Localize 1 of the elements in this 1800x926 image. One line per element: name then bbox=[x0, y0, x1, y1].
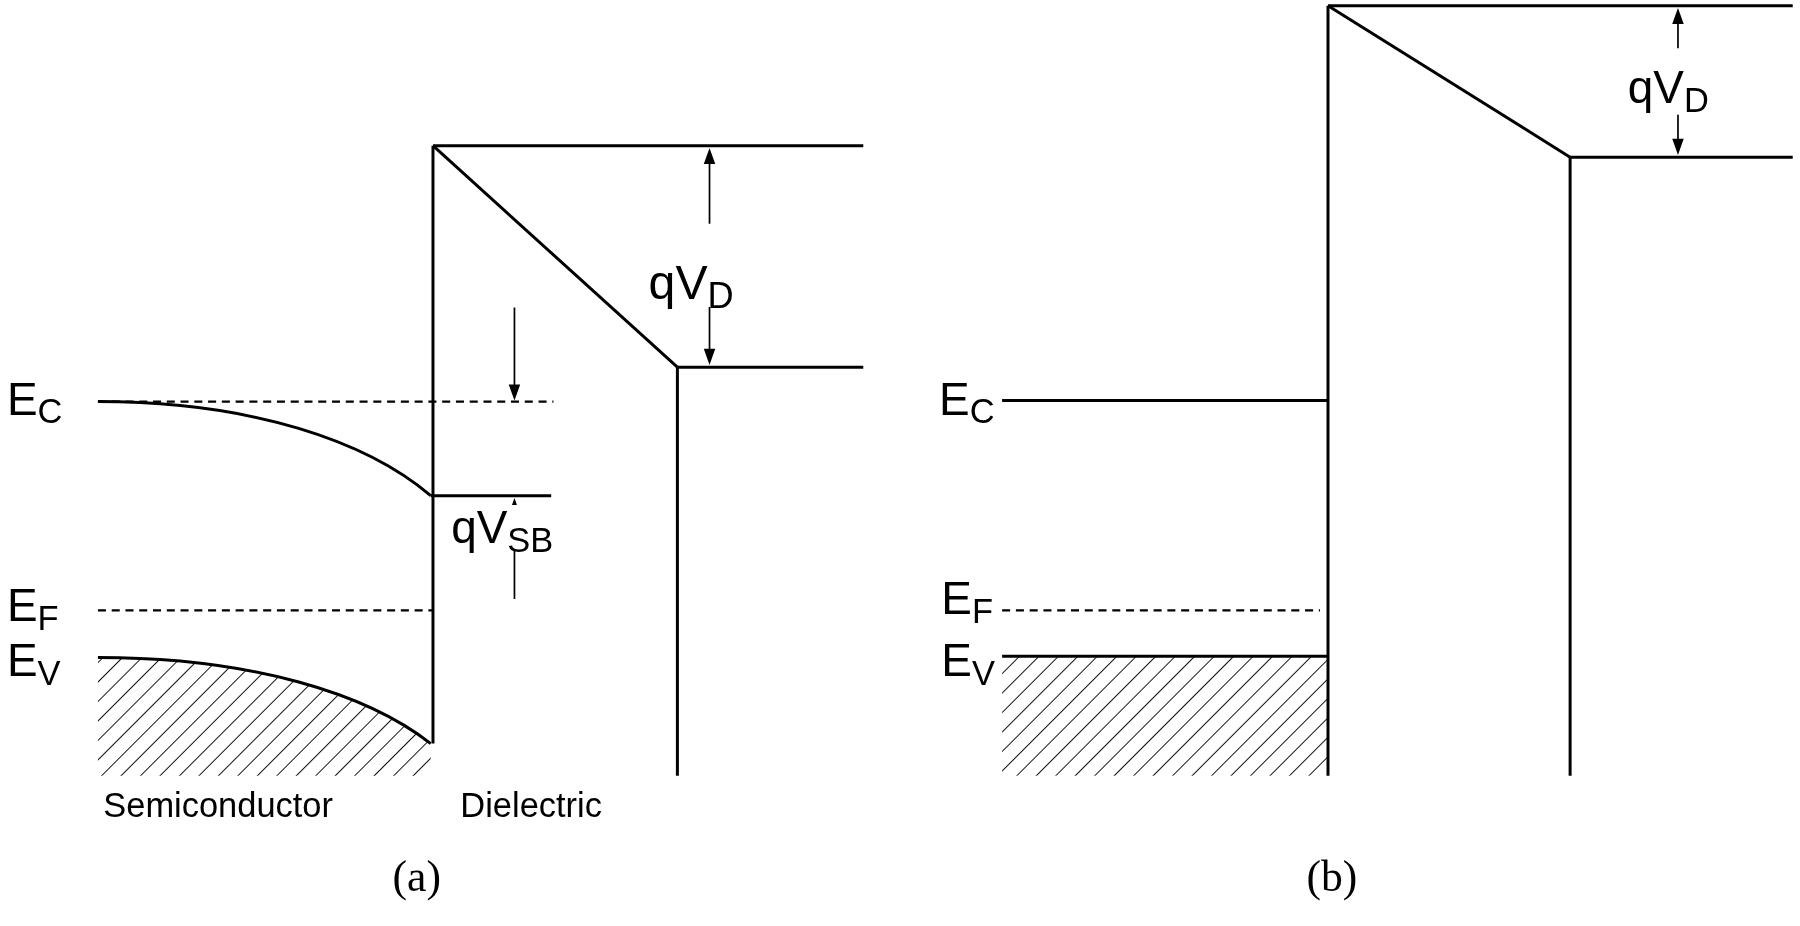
dimension-label: qV$_{SB}$ bbox=[451, 505, 554, 551]
